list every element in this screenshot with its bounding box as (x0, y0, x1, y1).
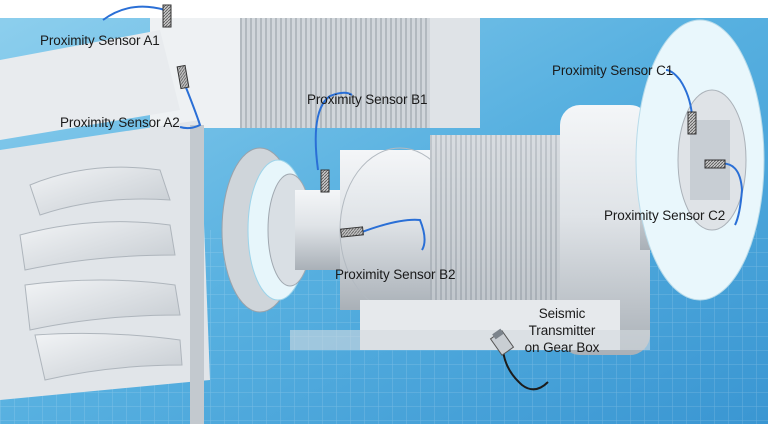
sensor-c1-probe (687, 111, 697, 135)
impeller (0, 30, 210, 424)
sensor-b2-probe (340, 226, 364, 238)
seismic-wire (502, 349, 549, 391)
seismic-line-3: on Gear Box (524, 340, 600, 355)
label-sensor-a1: Proximity Sensor A1 (40, 33, 160, 48)
label-sensor-a2: Proximity Sensor A2 (60, 115, 180, 130)
label-sensor-c1: Proximity Sensor C1 (552, 63, 674, 78)
label-sensor-b1: Proximity Sensor B1 (307, 92, 428, 107)
sensor-b1-probe (320, 169, 330, 193)
main-shaft (295, 105, 700, 355)
right-bearing (635, 19, 765, 301)
seismic-line-1: Seismic (538, 306, 586, 321)
sensor-a2-probe (176, 64, 190, 90)
sensor-a1-probe (162, 4, 172, 28)
label-sensor-c2: Proximity Sensor C2 (604, 208, 726, 223)
label-seismic-transmitter: Seismic Transmitter on Gear Box (512, 305, 612, 356)
sensor-c2-probe (704, 159, 726, 169)
seismic-line-2: Transmitter (528, 323, 596, 338)
seismic-transmitter-icon (489, 328, 515, 356)
sensor-wires (102, 5, 744, 251)
label-sensor-b2: Proximity Sensor B2 (335, 267, 456, 282)
